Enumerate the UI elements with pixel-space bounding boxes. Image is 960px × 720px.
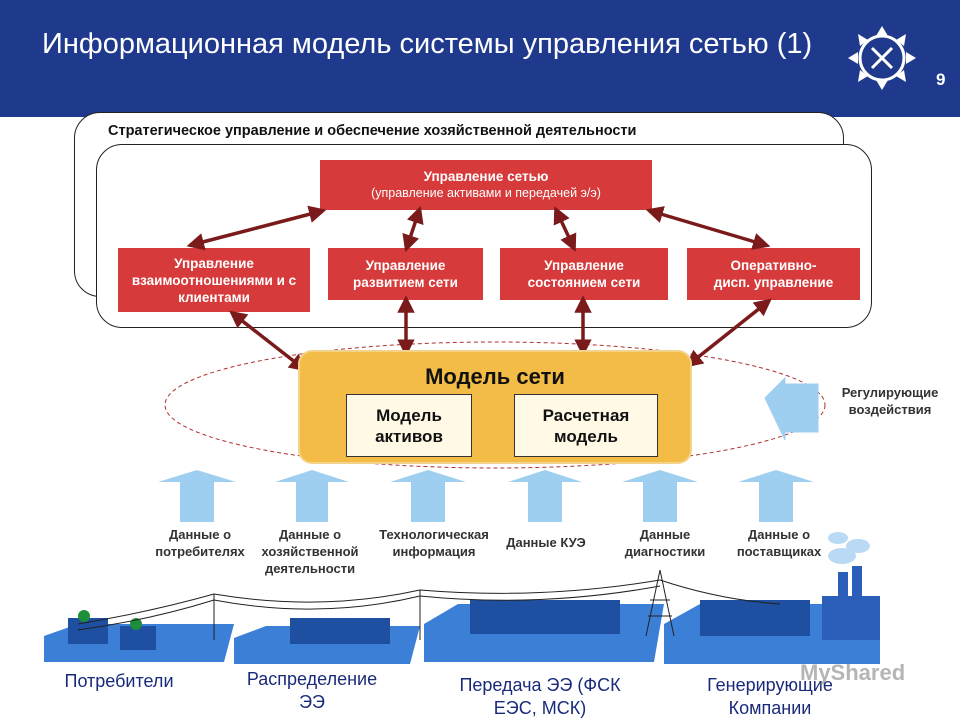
arrow-clients-model: [229, 310, 307, 372]
data-label-consumers: Данные о потребителях: [155, 527, 245, 559]
function-label: Управление взаимоотношениями и с клиента…: [131, 255, 297, 305]
data-label-kue: Данные КУЭ: [506, 535, 586, 550]
network-management-box: Управление сетью (управление активами и …: [320, 160, 652, 210]
network-management-subtitle: (управление активами и передачей э/э): [371, 186, 601, 200]
arrow-mgmt-condition: [553, 206, 577, 252]
arrow-mgmt-clients: [186, 205, 327, 251]
function-box-development: Управление развитием сети: [328, 248, 483, 300]
sector-transmission: Передача ЭЭ (ФСК ЕЭС, МСК): [459, 675, 621, 718]
up-arrow-6: [738, 470, 814, 522]
up-arrow-2: [275, 470, 349, 522]
regulating-label: Регулирующие воздействия: [841, 385, 939, 417]
regulating-arrow: [764, 376, 819, 441]
watermark: MyShared: [800, 660, 906, 685]
function-box-clients: Управление взаимоотношениями и с клиента…: [118, 248, 310, 312]
function-label: Оперативно-дисп. управление: [713, 258, 834, 290]
up-arrow-4: [508, 470, 582, 522]
up-arrow-5: [622, 470, 698, 522]
data-label-suppliers: Данные о поставщиках: [736, 527, 822, 559]
header-bar: [0, 0, 960, 117]
network-management-title: Управление сетью: [423, 169, 549, 184]
sector-distribution: Распределение ЭЭ: [246, 669, 378, 712]
asset-model-label: Модель активов: [375, 405, 443, 446]
arrow-mgmt-development: [402, 205, 424, 253]
function-box-dispatch: Оперативно-дисп. управление: [687, 248, 860, 300]
network-model-ellipse: [164, 341, 826, 469]
sector-consumers: Потребители: [64, 671, 174, 691]
page-number: 9: [936, 70, 946, 89]
asset-model-box: Модель активов: [346, 394, 472, 457]
strategic-label: Стратегическое управление и обеспечение …: [108, 123, 637, 139]
data-label-economic: Данные о хозяйственной деятельности: [261, 527, 359, 576]
data-label-technological: Технологическая информация: [379, 527, 489, 559]
up-arrow-3: [390, 470, 466, 522]
function-label: Управление состоянием сети: [527, 258, 641, 290]
slide-title: Информационная модель системы управления…: [42, 28, 813, 60]
sector-generation: Генерирующие Компании: [707, 675, 833, 718]
arrow-mgmt-dispatch: [645, 206, 771, 250]
up-arrow-1: [158, 470, 236, 522]
company-logo-icon: [848, 26, 916, 90]
function-box-condition: Управление состоянием сети: [500, 248, 668, 300]
function-label: Управление развитием сети: [353, 258, 458, 290]
calc-model-label: Расчетная модель: [542, 405, 630, 446]
calc-model-box: Расчетная модель: [514, 394, 658, 457]
data-label-diagnostics: Данные диагностики: [624, 527, 706, 559]
arrow-dispatch-model: [685, 298, 772, 368]
network-model-title: Модель сети: [425, 364, 565, 389]
